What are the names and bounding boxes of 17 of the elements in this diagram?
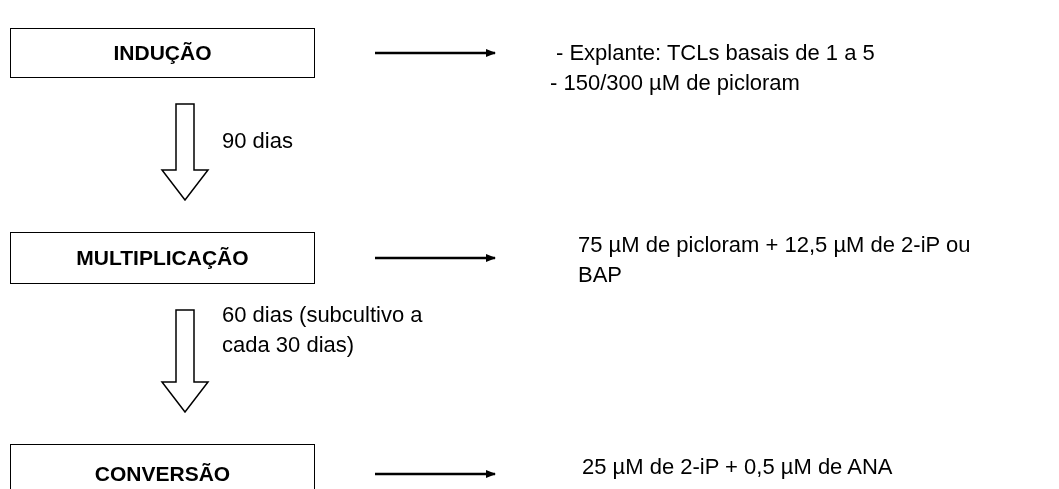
medium-note: 75 µM de picloram + 12,5 µM de 2-iP ou BAP [578,231,972,289]
stage-box [10,444,315,489]
medium-note: - Explante: TCLs basais de 1 a 5 [556,39,876,67]
arrow [375,49,496,57]
block-arrow [160,309,210,414]
medium-note: 25 µM de 2-iP + 0,5 µM de ANA [582,453,894,481]
block-arrow [160,103,210,202]
arrow [375,254,496,262]
edge-label: 90 dias [222,127,294,155]
stage-title: MULTIPLICAÇÃO [76,246,249,270]
stage-box [10,28,315,78]
stage-box [10,232,315,284]
edge-label: 60 dias (subcultivo a cada 30 dias) [222,301,424,359]
stage-title: INDUÇÃO [113,41,212,65]
stage-title: CONVERSÃO [94,462,231,486]
arrow [375,470,496,478]
medium-note: - 150/300 µM de picloram [550,69,801,97]
